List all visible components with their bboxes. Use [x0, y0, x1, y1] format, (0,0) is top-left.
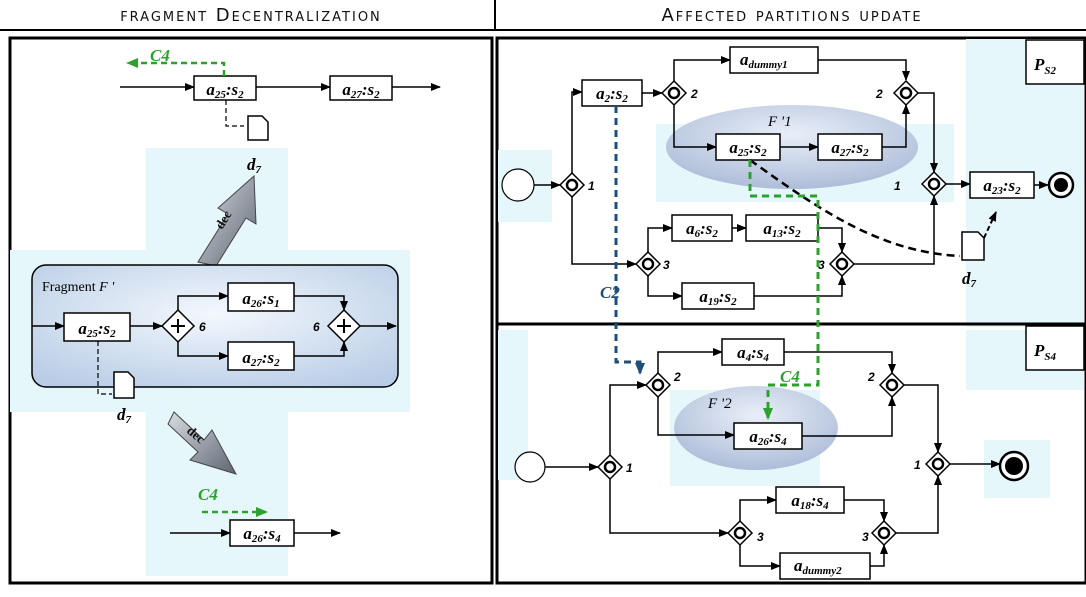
svg-text:3: 3 [663, 258, 670, 272]
ps2-label-box [1025, 39, 1085, 85]
top-c4-label: C4 [150, 46, 170, 65]
svg-text:2: 2 [690, 87, 698, 101]
ps4-a4-task [721, 338, 785, 366]
ps4-gw-1: 1 [596, 453, 633, 481]
c4-label: C4 [780, 367, 800, 386]
bottom-a26-label: a26:s4 [243, 524, 281, 545]
svg-text:6: 6 [199, 320, 206, 334]
ps2-a27-task [817, 133, 883, 161]
ps2-start-event [501, 168, 535, 202]
ps4-label-box [1025, 325, 1085, 371]
ps4-gw-1-join: 1 [914, 450, 952, 478]
c2-connection: C2 [600, 106, 645, 375]
svg-text:1: 1 [914, 458, 921, 472]
ps2-a6-label: a6:s2 [686, 219, 718, 240]
frag-join-gateway: 6 [313, 308, 362, 344]
top-a27-task [329, 75, 393, 101]
frag-doc-icon [113, 371, 135, 399]
ps4-adummy2-task [779, 552, 871, 580]
header-right: Affected partitions update [661, 4, 923, 26]
ps2-gw-3-split: 3 [634, 250, 670, 278]
frag-a25-task [63, 312, 131, 342]
svg-text:1: 1 [588, 179, 595, 193]
svg-text:2: 2 [867, 370, 875, 384]
frag-a26-label: a26:s1 [242, 289, 279, 310]
ps2-gw-3-join: 3 [818, 250, 856, 278]
ps2-process: 1 a2:s2 2 adummy1 F '1 a25:s2 a27:s2 2 [501, 46, 1075, 310]
bottom-a26-task [229, 519, 295, 547]
ps2-gw-1-join: 1 [894, 170, 948, 198]
ps2-a19-task [681, 282, 755, 310]
bottom-strip: C4 a26:s4 [170, 485, 341, 547]
ps4-gw-3-join: 3 [862, 519, 898, 547]
top-strip: a25:s2 a27:s2 C4 d7 [120, 46, 441, 176]
c2-label: C2 [600, 283, 620, 302]
c4-connection: C4 [748, 160, 820, 420]
ps2-gw-2-join: 2 [875, 79, 920, 107]
ps2-gw-1: 1 [558, 171, 595, 199]
svg-text:1: 1 [894, 179, 901, 193]
fragment-title: Fragment F ' [42, 280, 115, 295]
ps2-fragment-symbol: F '1 [767, 114, 792, 130]
svg-text:3: 3 [862, 530, 869, 544]
ps2-adummy1-task [729, 46, 819, 74]
ps2-a6-task [671, 214, 733, 242]
ps4-a4-label: a4:s4 [737, 343, 769, 364]
top-a25-task [193, 75, 257, 101]
ps2-gw-2-split: 2 [660, 79, 698, 107]
ps4-start-event [514, 451, 546, 483]
bottom-c4-label: C4 [198, 485, 218, 504]
svg-text:1: 1 [626, 461, 633, 475]
ps2-a2-label: a2:s2 [596, 84, 628, 105]
svg-text:3: 3 [818, 258, 825, 272]
ps2-doc-icon [961, 231, 985, 261]
ps4-process: 1 2 a4:s4 F '2 a26:s4 2 1 [514, 338, 1030, 580]
ps4-gw-3-split: 3 [726, 519, 764, 547]
frag-a27-task [227, 341, 295, 371]
dec-arrow-up: dec [197, 174, 257, 267]
ps4-fragment-symbol: F '2 [707, 396, 732, 412]
header-left: fragment Decentralization [120, 4, 382, 26]
dec-arrow-down: dec [167, 411, 238, 475]
ps2-a23-task [969, 171, 1035, 199]
svg-text:2: 2 [875, 87, 883, 101]
ps4-gw-2-join: 2 [867, 370, 906, 399]
frag-split-gateway: 6 [160, 308, 206, 344]
svg-text:6: 6 [313, 320, 320, 334]
svg-text:2: 2 [673, 370, 681, 384]
ps2-a2-task [581, 79, 643, 107]
ps4-a26-task [733, 422, 803, 450]
svg-text:3: 3 [757, 530, 764, 544]
top-doc-icon [247, 115, 269, 141]
frag-a26-task [227, 282, 295, 312]
